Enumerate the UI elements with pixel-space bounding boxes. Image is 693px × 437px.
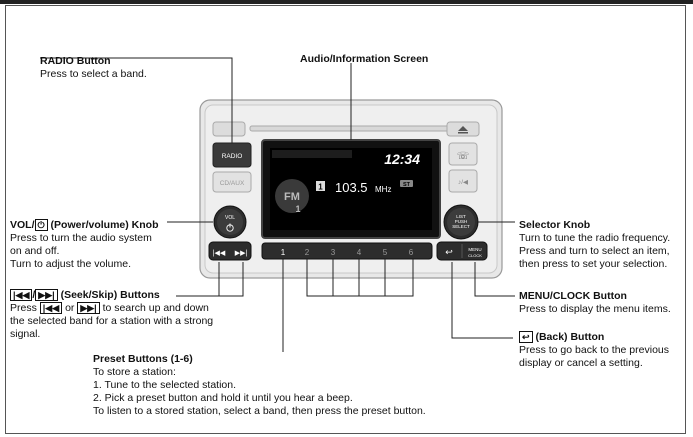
cd-aux-button	[212, 171, 252, 193]
selector-knob-line2: Press and turn to select an item,	[519, 245, 670, 257]
seek-buttons	[208, 241, 252, 261]
seek-next-icon: ▶▶|	[35, 289, 58, 302]
diagram-frame	[5, 5, 686, 434]
stereo-badge-text: ST	[403, 182, 411, 188]
fm-logo-number: 1	[295, 204, 300, 214]
clock-label: CLOCK	[468, 253, 482, 258]
radio-button-title: RADIO Button	[40, 55, 111, 67]
menu-label: MENU	[468, 247, 481, 252]
cd-aux-label: CD/AUX	[220, 180, 245, 187]
vol-knob-title: VOL/⏻ (Power/volume) Knob	[10, 219, 159, 232]
vol-knob-label: VOL	[225, 215, 235, 221]
stereo-badge	[400, 180, 413, 187]
screen-clock: 12:34	[384, 151, 420, 167]
screen-unit: MHz	[375, 185, 391, 194]
hangup-icon: ♪/◀	[458, 179, 469, 186]
fm-logo-text: FM	[284, 191, 300, 203]
eject-icon	[458, 126, 468, 131]
preset-buttons-title: Preset Buttons (1-6)	[93, 353, 193, 365]
preset-button-5[interactable]: 5	[383, 248, 388, 257]
vol-knob-line3: Turn to adjust the volume.	[10, 258, 132, 270]
svg-text:SELECT: SELECT	[452, 224, 470, 229]
radio-button-label: RADIO	[222, 153, 243, 160]
back-button-line2: display or cancel a setting.	[519, 357, 643, 369]
radio-button-desc: Press to select a band.	[40, 68, 147, 80]
preset-indicator-box	[316, 181, 325, 191]
preset-buttons-line4: To listen to a stored station, select a …	[93, 405, 426, 417]
preset-button-4[interactable]: 4	[357, 248, 362, 257]
seek-buttons-line2: the selected band for a station with a s…	[10, 315, 214, 327]
svg-text:PUSH: PUSH	[455, 219, 468, 224]
back-icon: ↩	[445, 247, 453, 257]
preset-button-3[interactable]: 3	[331, 248, 336, 257]
top-border	[0, 0, 693, 4]
vol-knob-line2: on and off.	[10, 245, 60, 257]
phone-button	[448, 142, 478, 166]
seek-buttons-title: |◀◀/▶▶| (Seek/Skip) Buttons	[10, 289, 250, 302]
seek-buttons-line1: Press |◀◀ or ▶▶| to search up and down	[10, 302, 209, 315]
selector-knob-callout: Selector Knob Turn to tune the radio fre…	[519, 219, 689, 271]
hangup-button	[448, 169, 478, 193]
back-button-title: ↩ (Back) Button	[519, 331, 689, 344]
menu-clock-title: MENU/CLOCK Button	[519, 290, 627, 302]
selector-knob-line3: then press to set your selection.	[519, 258, 668, 270]
preset-buttons-line3: 2. Pick a preset button and hold it unti…	[93, 392, 353, 404]
preset-button-6[interactable]: 6	[409, 248, 414, 257]
phone-icon: ☏	[457, 151, 470, 162]
power-icon: ⏻	[34, 219, 48, 232]
radio-button-callout: RADIO Button Press to select a band.	[40, 55, 147, 81]
svg-text:LIST: LIST	[456, 214, 466, 219]
vol-knob-line1: Press to turn the audio system	[10, 232, 152, 244]
menu-clock-desc: Press to display the menu items.	[519, 303, 671, 315]
preset-numbers: 1 2 3 4 5 6	[281, 248, 414, 257]
preset-strip	[261, 242, 433, 260]
seek-next-icon: ▶▶|	[235, 250, 248, 257]
preset-button-2[interactable]: 2	[305, 248, 310, 257]
audio-screen-callout: Audio/Information Screen	[300, 53, 428, 66]
preset-buttons-callout: Preset Buttons (1-6) To store a station:…	[93, 353, 493, 418]
back-button-callout: ↩ (Back) Button Press to go back to the …	[519, 331, 689, 370]
fm-logo-icon	[275, 179, 309, 213]
seek-prev-icon: |◀◀	[213, 250, 226, 257]
cd-slot	[249, 125, 451, 132]
preset-buttons-line2: 1. Tune to the selected station.	[93, 379, 237, 391]
seek-prev-icon: |◀◀	[39, 302, 63, 315]
preset-button-1[interactable]: 1	[281, 248, 286, 257]
top-left-button	[212, 121, 246, 137]
seek-buttons-line3: signal.	[10, 328, 41, 340]
preset-indicator: 1	[318, 183, 323, 192]
seek-buttons-callout: |◀◀/▶▶| (Seek/Skip) Buttons Press |◀◀ or…	[10, 289, 250, 341]
seek-next-icon: ▶▶|	[77, 302, 100, 315]
menu-clock-callout: MENU/CLOCK Button Press to display the m…	[519, 290, 689, 316]
back-button-line1: Press to go back to the previous	[519, 344, 669, 356]
back-icon: ↩	[519, 331, 533, 344]
selector-knob-title: Selector Knob	[519, 219, 591, 231]
callout-lines	[40, 57, 515, 352]
preset-buttons-line1: To store a station:	[93, 366, 176, 378]
seek-prev-icon: |◀◀	[10, 289, 33, 302]
screen-frequency: 103.5	[335, 180, 368, 195]
audio-screen-title: Audio/Information Screen	[300, 53, 429, 65]
vol-knob-callout: VOL/⏻ (Power/volume) Knob Press to turn …	[10, 219, 180, 271]
selector-knob-line1: Turn to tune the radio frequency.	[519, 232, 671, 244]
